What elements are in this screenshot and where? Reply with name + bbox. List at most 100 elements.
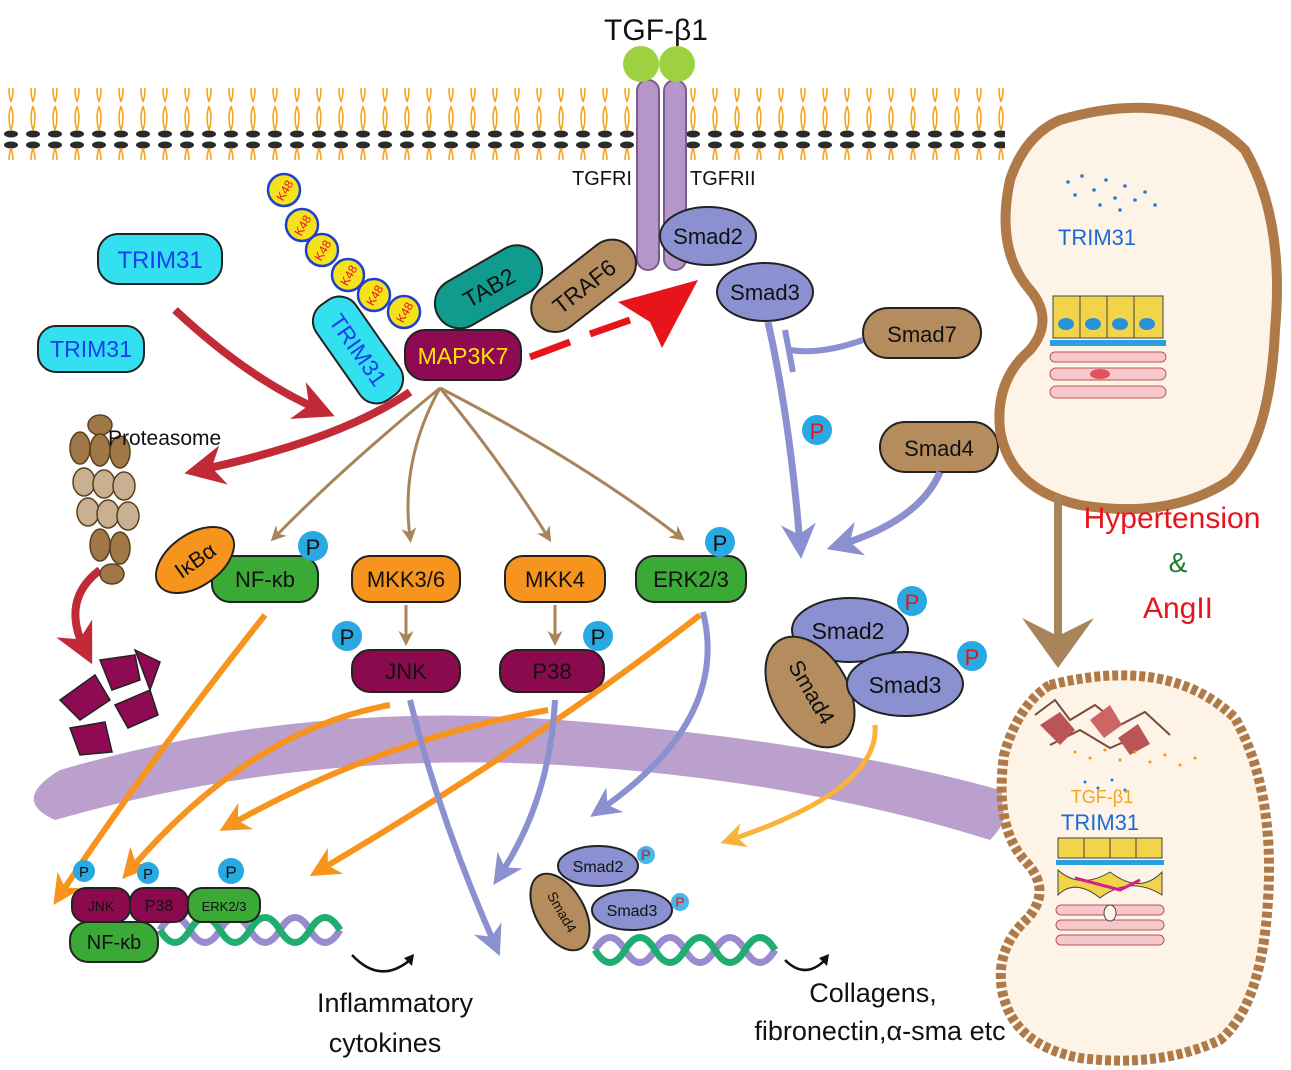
nuclear-smad3-node [591,889,673,931]
inflammatory-label: Inflammatory [317,988,474,1018]
collagens-output-arrowhead [819,954,829,966]
phospho-icon [298,531,328,561]
angii-label: AngII [1143,592,1213,625]
kidney-fibrotic-icon [995,670,1275,1066]
nuclear-erk23-label: ERK2/3 [202,899,247,914]
nuclear-smad4-node [529,872,591,952]
traf6-node [530,238,637,333]
smad2-label-top: Smad2 [673,224,743,249]
nuclear-smad2-node [557,845,639,887]
ikba-node [154,525,236,595]
mkk36-label: MKK3/6 [367,567,445,592]
phospho-label: P [340,625,355,650]
map3k7-to-nfkb-arrow [270,386,441,542]
p38-nuclear-arrow [219,707,549,831]
cytokines-label: cytokines [329,1028,442,1058]
phospho-label: P [591,625,606,650]
mkk36-node [351,555,461,603]
phospho-icon [705,527,735,557]
nfkb-label: NF-κb [235,567,295,592]
smad7-label: Smad7 [887,322,957,347]
nuclear-smad3-label: Smad3 [607,903,658,920]
degraded-map3k7-fragments-icon [58,648,161,756]
map3k7-node [404,329,522,381]
mkk4-label: MKK4 [525,567,585,592]
smad3-node-top [716,262,814,322]
smad3-node-mid [846,651,964,717]
tgf-b1-ligand-right [659,46,695,82]
smad4-label: Smad4 [904,436,974,461]
map3k7-to-smad-arrow [528,316,632,361]
p38-to-gene-arrow [493,699,558,885]
smad-complex-nuclear-arrow [720,724,878,848]
nuclear-p38-label: P38 [145,898,174,915]
tgfri-label: TGFRI [572,168,632,190]
kidney-fibrotic-tgf-label: TGF-β1 [1071,787,1133,807]
map3k7-to-erk-arrow [439,386,685,541]
cell-membrane [0,88,1005,160]
phospho-icon [218,858,244,884]
phospho-icon [802,415,832,445]
trim31-node-1 [97,233,223,285]
erk-to-smad-arrow [590,611,711,817]
tab2-node [433,244,544,330]
smad3-label-mid: Smad3 [869,672,942,698]
phospho-label: P [143,866,153,883]
jnk-to-gene-arrow [407,699,502,956]
phospho-label: P [965,645,980,670]
phospho-label: P [225,863,236,882]
ampersand-label: & [1169,547,1188,578]
proteasome-to-degradation-arrow [56,566,103,665]
tgfri-receptor [636,79,660,271]
smad2-node-mid [791,597,909,663]
jnk-nuclear-arrow [122,702,391,880]
dna-helix-right [591,934,779,966]
erk23-label: ERK2/3 [653,567,729,592]
smad7-inhibition-bar [782,329,796,373]
erk23-node [635,555,747,603]
collagens-label: Collagens, [809,978,937,1008]
phospho-icon [897,586,927,616]
phospho-icon [671,893,689,911]
p38-label: P38 [532,659,571,684]
nuclear-nfkb-label: NF-κb [87,932,141,954]
smad7-node [862,307,982,359]
trim31-node-2 [37,325,145,373]
phospho-label: P [810,419,825,444]
tgf-b1-label: TGF-β1 [604,14,708,47]
smad4-node-mid [764,635,856,749]
nuclear-smad2-label: Smad2 [573,859,624,876]
kidney-fibrotic-trim31-label: TRIM31 [1061,810,1139,835]
trim31-label-1: TRIM31 [117,247,202,274]
nuclear-erk23-node [187,887,261,923]
phospho-label: P [713,531,728,556]
inflammatory-output-arrow [351,954,411,973]
phospho-icon [332,621,362,651]
fibronectin-label: fibronectin,α-sma etc [754,1016,1005,1046]
mkk4-node [504,555,606,603]
inflammatory-output-arrowhead [404,954,414,966]
phospho-icon [73,860,95,882]
trim31-bound-node [311,295,405,405]
smad4-join-arrow [826,470,944,556]
jnk-label: JNK [385,659,427,684]
phospho-label: P [675,894,684,910]
smad2-node-top [659,206,757,266]
phospho-icon [583,621,613,651]
smad-path-arrow [764,321,816,559]
phospho-icon [957,641,987,671]
smad2-label-mid: Smad2 [812,618,885,644]
phospho-label: P [79,864,89,881]
proteasome-label: Proteasome [108,427,221,450]
trim31-to-map3k7-arrow [172,307,335,419]
dna-helix-left [156,914,344,946]
kidney-normal-icon [994,102,1282,515]
collagens-output-arrow [784,959,826,972]
smad3-label-top: Smad3 [730,280,800,305]
kidney-transition-arrowhead [1022,618,1094,668]
phospho-icon [637,846,655,864]
map3k7-label: MAP3K7 [418,343,509,369]
map3k7-to-mkk4-arrow [438,387,552,543]
p38-node [499,649,605,693]
